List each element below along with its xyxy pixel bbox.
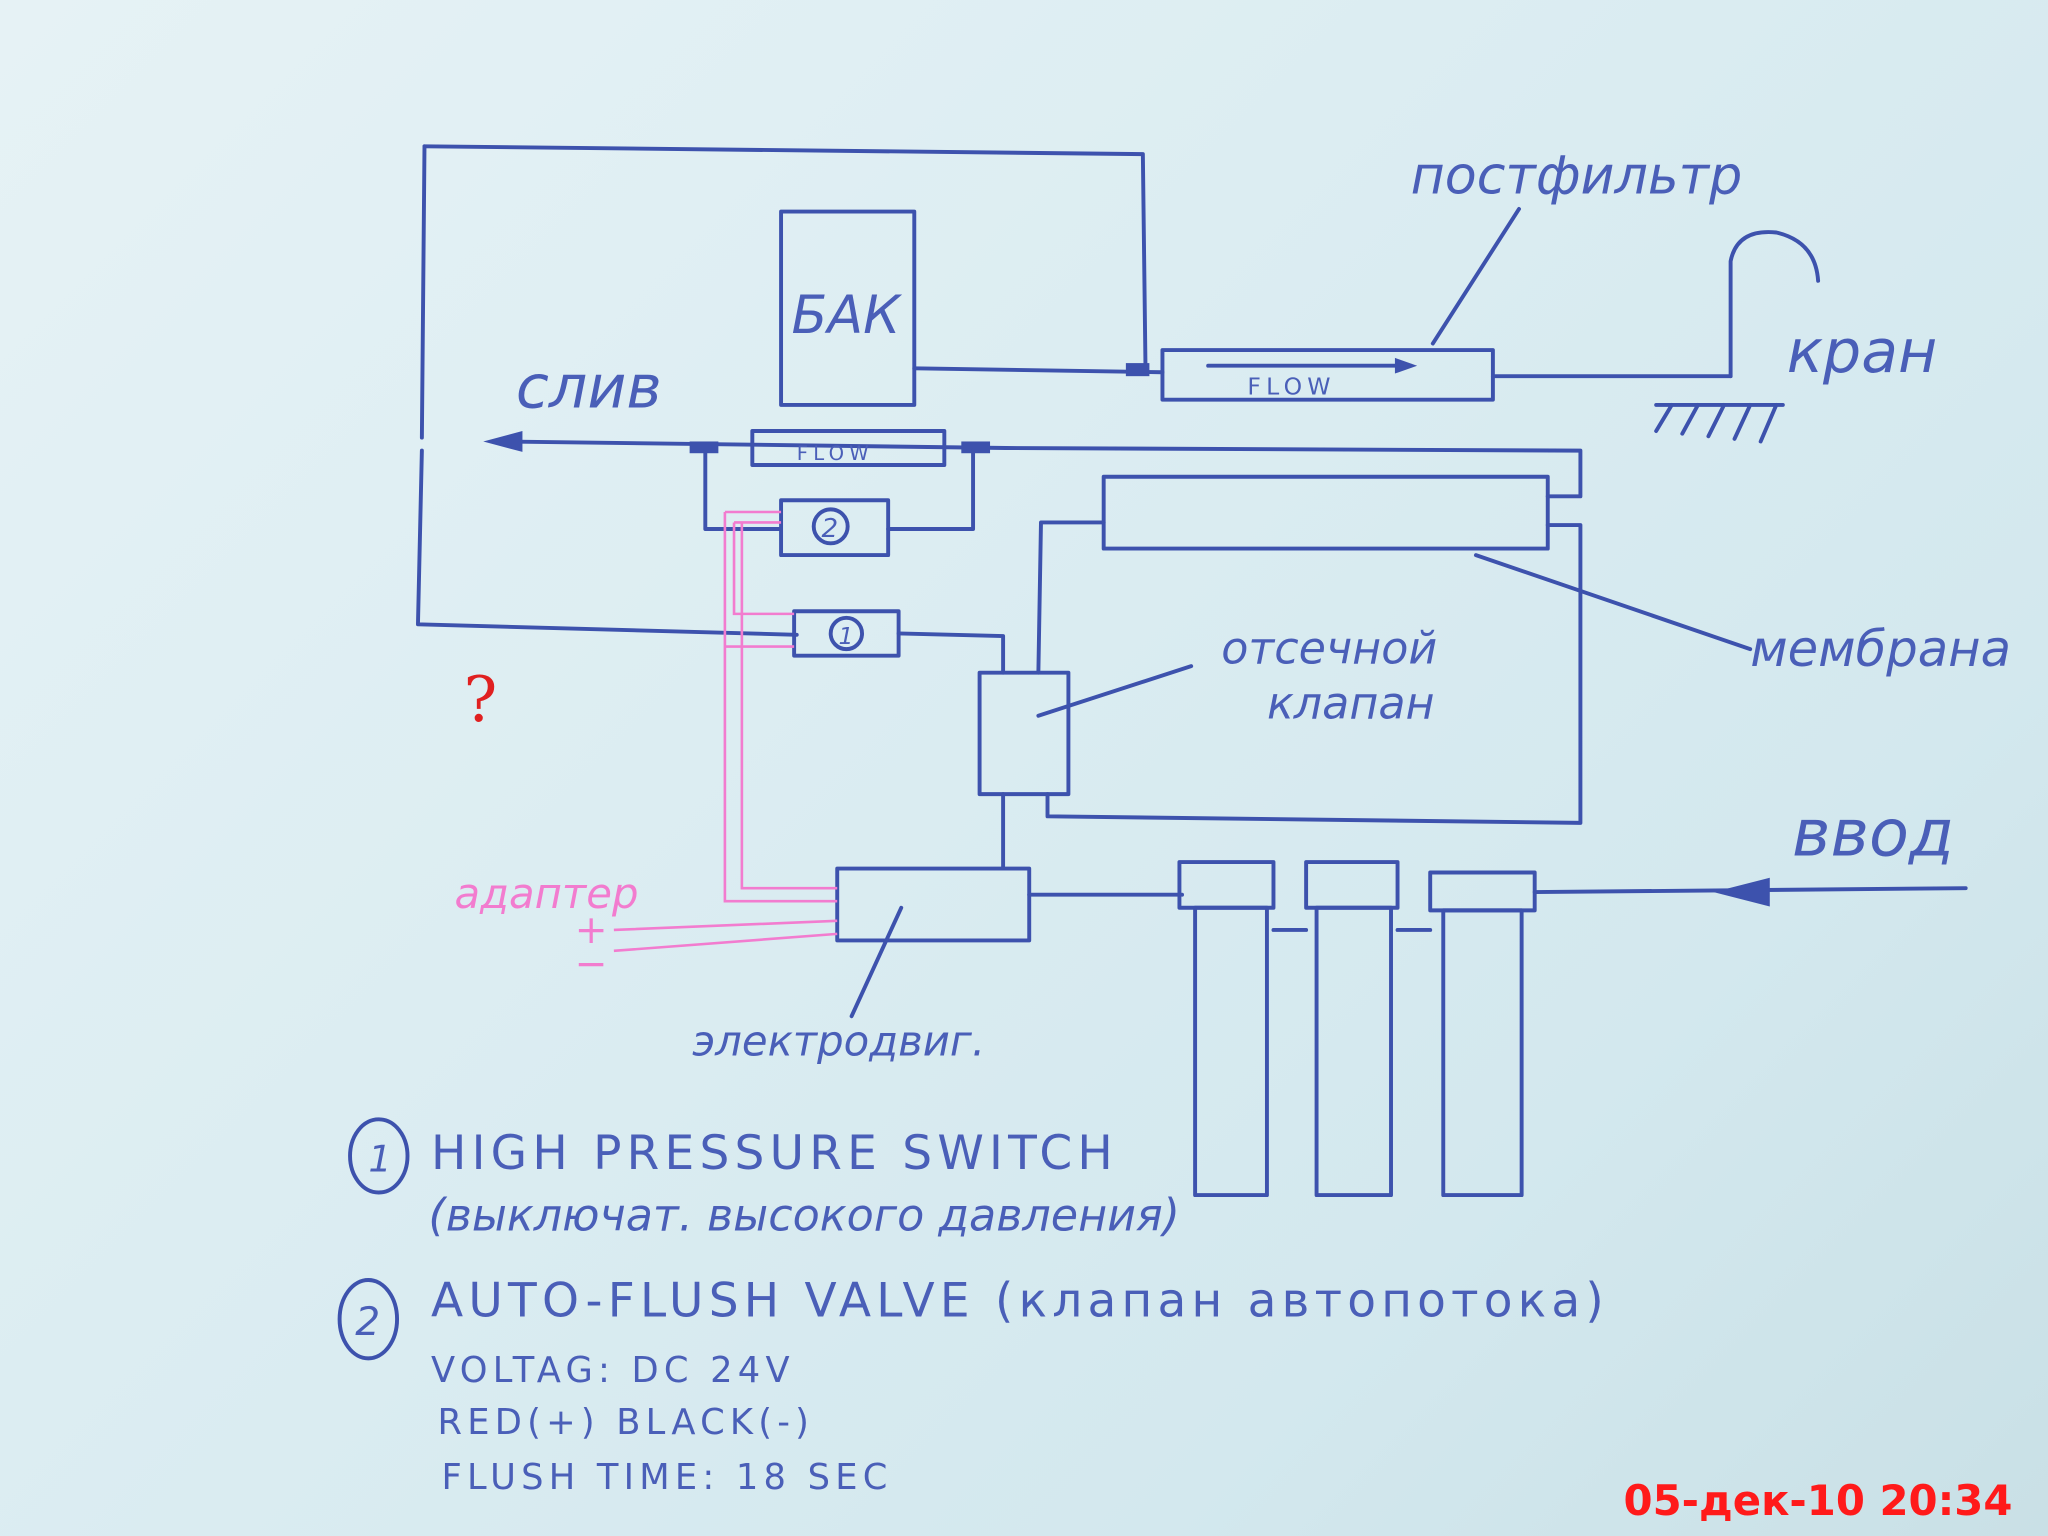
auto-flush-valve: 2	[703, 448, 976, 558]
restrictor-flow-label: FLOW	[797, 442, 874, 465]
membrane-housing	[1101, 474, 1550, 551]
membrane-label: мембрана	[1750, 620, 2011, 678]
legend-flush-time: FLUSH TIME: 18 SEC	[441, 1457, 892, 1498]
inlet-label: ввод	[1792, 796, 1954, 872]
shutoff-valve-label-line1: отсечной	[1221, 624, 1437, 675]
faucet-label: кран	[1787, 317, 1938, 387]
legend-item2-title: AUTO-FLUSH VALVE (клапан автопотока)	[431, 1274, 1609, 1329]
valve1-number: 1	[839, 622, 854, 650]
drain-label: слив	[516, 353, 662, 423]
postfilter-label: постфильтр	[1411, 146, 1743, 206]
tee-fitting	[961, 441, 991, 454]
motor-pointer	[849, 905, 904, 1019]
tank-pipe	[912, 366, 1165, 375]
electrical-wiring	[613, 510, 838, 953]
membrane-pointer	[1473, 553, 1753, 652]
adapter-plus-label: +	[575, 908, 608, 953]
postfilter-flow-label: FLOW	[1247, 372, 1335, 400]
tee-fitting	[689, 441, 719, 454]
adapter-minus-label: −	[575, 942, 608, 987]
legend-item1-title: HIGH PRESSURE SWITCH	[431, 1126, 1118, 1181]
tee-fitting	[1125, 363, 1150, 377]
drain-arrow-icon	[483, 431, 523, 452]
legend-item2-number: 2	[355, 1300, 380, 1345]
inlet-arrow-icon	[1713, 877, 1770, 907]
adapter-label: адаптер	[455, 869, 639, 918]
legend-voltage: VOLTAG: DC 24V	[431, 1350, 795, 1391]
legend-wires: RED(+) BLACK(-)	[438, 1402, 815, 1443]
camera-timestamp: 05-дек-10 20:34	[1624, 1476, 2013, 1525]
tank-label: БАК	[792, 286, 903, 346]
valve2-number: 2	[822, 514, 839, 544]
postfilter-pointer	[1430, 207, 1521, 346]
faucet	[1490, 230, 1821, 444]
motor-label: электродвиг.	[692, 1016, 985, 1065]
permeate-pipe	[1045, 523, 1583, 825]
legend-item1-number: 1	[368, 1138, 391, 1181]
question-mark: ?	[464, 663, 498, 736]
legend: 1 HIGH PRESSURE SWITCH (выключат. высоко…	[337, 1117, 1609, 1498]
membrane-feed-pipe	[1036, 520, 1106, 675]
shutoff-valve-label-line2: клапан	[1267, 678, 1435, 729]
prefilter-housings	[1177, 860, 1537, 1198]
high-pressure-switch: 1	[792, 609, 1006, 675]
postfilter: FLOW	[1160, 348, 1495, 402]
concentrate-pipe	[1003, 446, 1583, 499]
shutoff-valve-pointer	[1036, 664, 1194, 718]
shutoff-valve	[977, 670, 1071, 797]
pump-motor	[835, 866, 1032, 943]
flow-restrictor: FLOW	[750, 429, 947, 467]
outer-pipe-loop	[415, 144, 1148, 637]
tank: БАК	[779, 209, 917, 407]
legend-item1-subtitle: (выключат. высокого давления)	[428, 1190, 1180, 1241]
